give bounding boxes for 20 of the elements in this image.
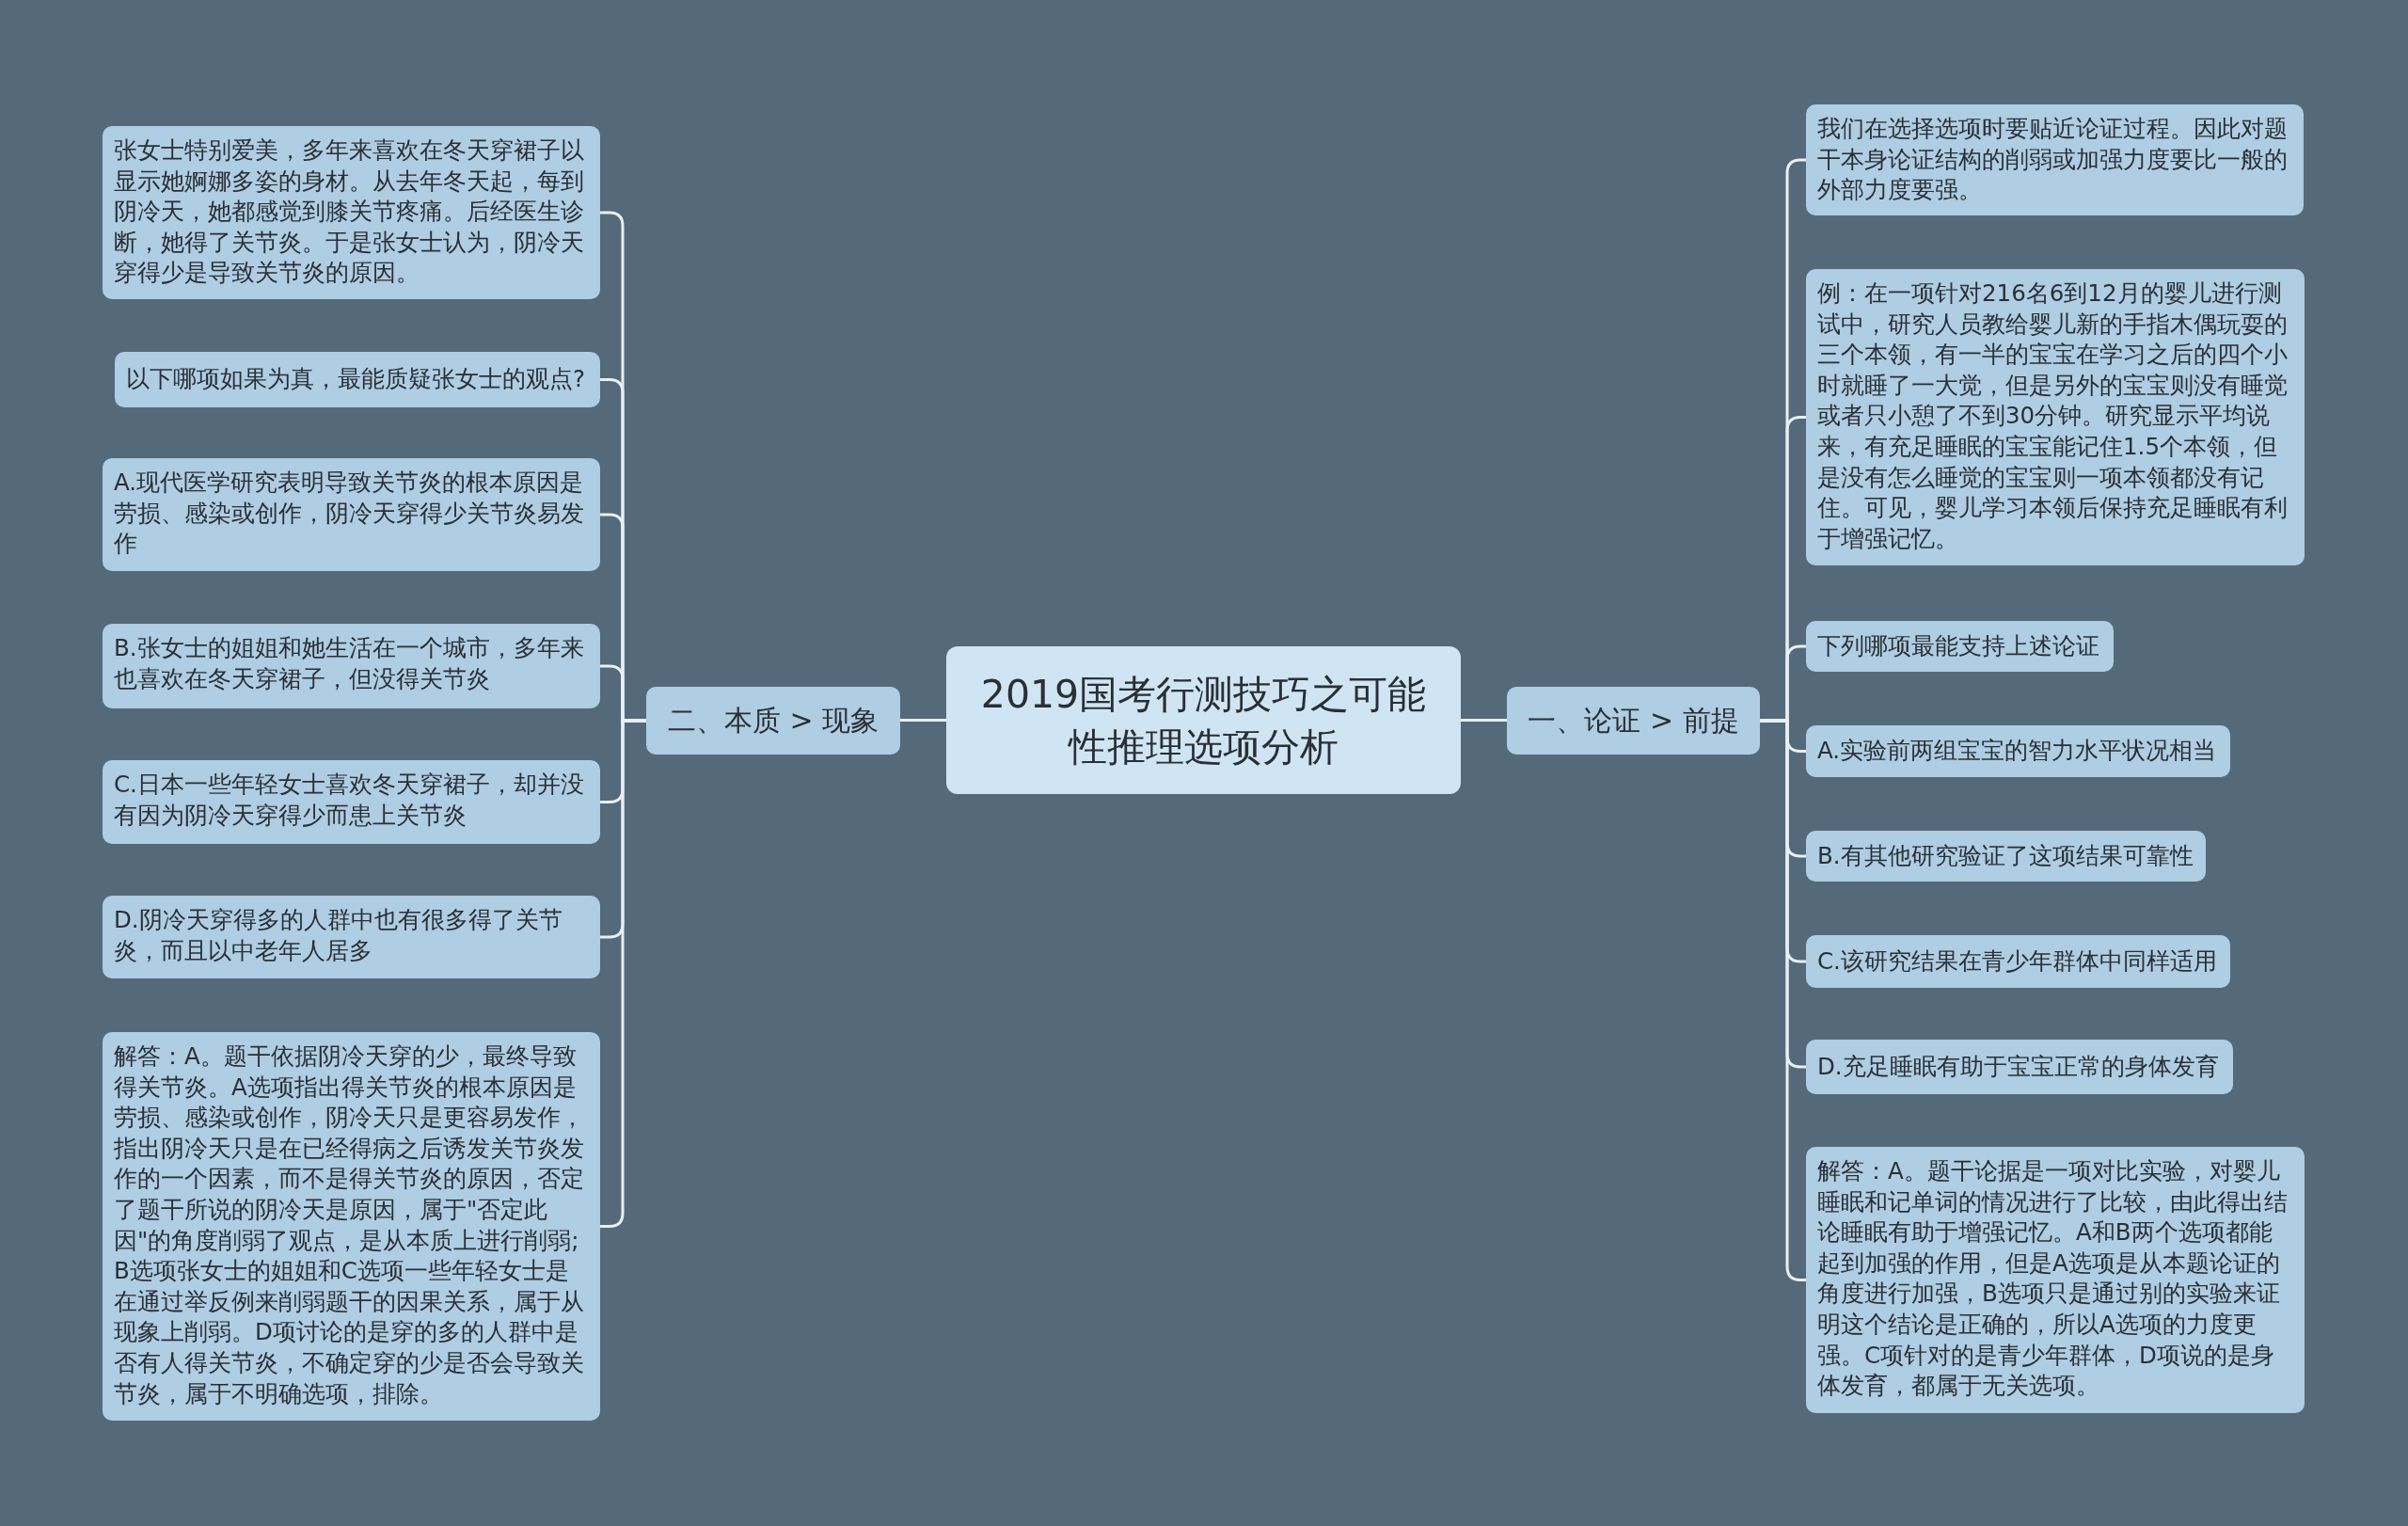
connector-line <box>1461 719 1507 722</box>
text-box: 解答：A。题干依据阴冷天穿的少，最终导致得关节炎。A选项指出得关节炎的根本原因是劳损、感染或创作，阴冷天只是更容易发作，指出阴冷天只是在已经得病之后诱发关节炎发作的一个因素，而不是得关节炎的原因，否定了题干所说的阴冷天是原因，属于"否定此因"的角度削弱了观点，是从本质上进行削弱;B选项张女士的姐姐和C选项一些年轻女士是在通过举反例来削弱题干的因果关系，属于从现象上削弱。D项讨论的是穿的多的人群中是否有人得关节炎，不确定穿的少是否会导致关节炎，属于不明确选项，排除。 <box>103 1032 600 1421</box>
text-box: 张女士特别爱美，多年来喜欢在冬天穿裙子以显示她婀娜多姿的身材。从去年冬天起，每到阴冷天，她都感觉到膝关节疼痛。后经医生诊断，她得了关节炎。于是张女士认为，阴冷天穿得少是导致关节炎的原因。 <box>103 126 600 299</box>
connector-line <box>900 719 946 722</box>
text-box: B.张女士的姐姐和她生活在一个城市，多年来也喜欢在冬天穿裙子，但没得关节炎 <box>103 624 600 708</box>
text-box: 下列哪项最能支持上述论证 <box>1806 621 2114 672</box>
central-topic-box: 2019国考行测技巧之可能性推理选项分析 <box>946 646 1461 794</box>
text-box: 解答：A。题干论据是一项对比实验，对婴儿睡眠和记单词的情况进行了比较，由此得出结论睡眠有助于增强记忆。A和B两个选项都能起到加强的作用，但是A选项是从本题论证的角度进行加强，B选项只是通过别的实验来证明这个结论是正确的，所以A选项的力度更强。C项针对的是青少年群体，D项说的是身体发育，都属于无关选项。 <box>1806 1147 2305 1413</box>
text-box: 我们在选择选项时要贴近论证过程。因此对题干本身论证结构的削弱或加强力度要比一般的外部力度要强。 <box>1806 104 2304 215</box>
text-box: A.现代医学研究表明导致关节炎的根本原因是劳损、感染或创作，阴冷天穿得少关节炎易发作 <box>103 458 600 571</box>
text-box: 例：在一项针对216名6到12月的婴儿进行测试中，研究人员教给婴儿新的手指木偶玩耍的三个本领，有一半的宝宝在学习之后的四个小时就睡了一大觉，但是另外的宝宝则没有睡觉或者只小憩了不到30分钟。研究显示平均说来，有充足睡眠的宝宝能记住1.5个本领，但是没有怎么睡觉的宝宝则一项本领都没有记住。可见，婴儿学习本领后保持充足睡眠有利于增强记忆。 <box>1806 269 2305 565</box>
text-box: B.有其他研究验证了这项结果可靠性 <box>1806 831 2206 882</box>
text-box: D.阴冷天穿得多的人群中也有很多得了关节炎，而且以中老年人居多 <box>103 896 600 978</box>
branch-topic-box: 二、本质 > 现象 <box>646 687 900 755</box>
text-box: A.实验前两组宝宝的智力水平状况相当 <box>1806 725 2230 777</box>
text-box: D.充足睡眠有助于宝宝正常的身体发育 <box>1806 1040 2233 1094</box>
text-box: 以下哪项如果为真，最能质疑张女士的观点? <box>115 352 600 407</box>
text-box: C.日本一些年轻女士喜欢冬天穿裙子，却并没有因为阴冷天穿得少而患上关节炎 <box>103 760 600 844</box>
branch-topic-box: 一、论证 > 前提 <box>1507 687 1760 755</box>
text-box: C.该研究结果在青少年群体中同样适用 <box>1806 935 2230 988</box>
